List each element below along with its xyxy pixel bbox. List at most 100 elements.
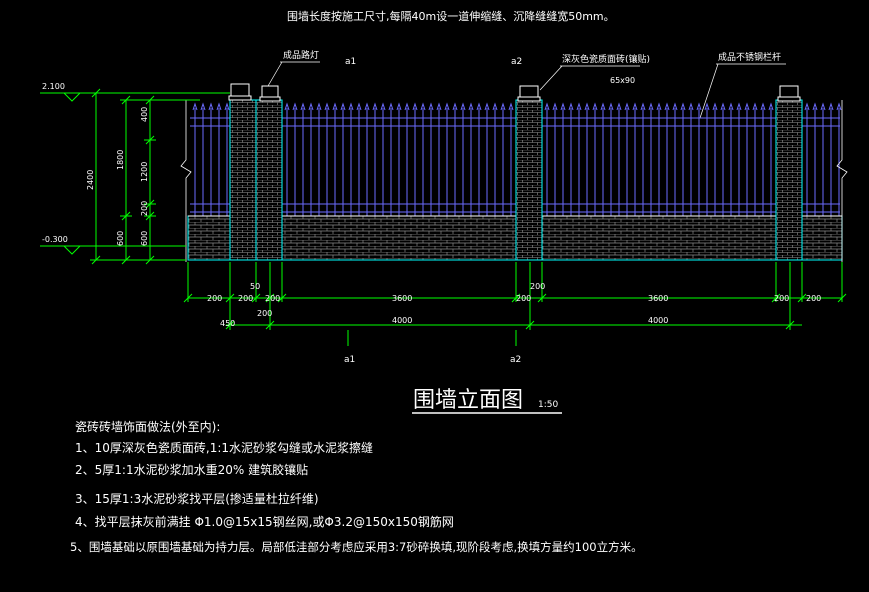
drawing-scale: 1:50 bbox=[538, 400, 558, 410]
picket-spear bbox=[500, 102, 506, 111]
pier-2 bbox=[255, 85, 283, 261]
stainless-railing bbox=[190, 102, 842, 216]
hdim-r1-5: 200 bbox=[516, 294, 531, 303]
picket-spear bbox=[340, 102, 346, 111]
picket-spear bbox=[704, 102, 710, 111]
picket-spear bbox=[552, 102, 558, 111]
axis-a2-top: a2 bbox=[511, 57, 522, 67]
picket-spear bbox=[444, 102, 450, 111]
drawing-title: 围墙立面图 bbox=[413, 388, 523, 413]
hdim-r1-3: 200 bbox=[265, 294, 280, 303]
picket-spear bbox=[820, 102, 826, 111]
notes-heading: 瓷砖砖墙饰面做法(外至内): bbox=[75, 419, 220, 434]
vdim-600a: 600 bbox=[116, 231, 125, 246]
picket-spear bbox=[632, 102, 638, 111]
picket-spear bbox=[672, 102, 678, 111]
picket-spear bbox=[412, 102, 418, 111]
picket-spear bbox=[696, 102, 702, 111]
picket-spear bbox=[616, 102, 622, 111]
picket-spear bbox=[300, 102, 306, 111]
picket-spear bbox=[348, 102, 354, 111]
picket-spear bbox=[292, 102, 298, 111]
hdim-r2-1: 200 bbox=[257, 309, 272, 318]
picket-spear bbox=[396, 102, 402, 111]
hdim-r2-0: 450 bbox=[220, 319, 235, 328]
axis-a2-bottom: a2 bbox=[510, 355, 521, 365]
picket-spear bbox=[200, 102, 206, 111]
pier-3 bbox=[515, 85, 543, 261]
picket-spear bbox=[284, 102, 290, 111]
picket-spear bbox=[640, 102, 646, 111]
hdim-r1-0: 200 bbox=[207, 294, 222, 303]
note-3: 3、15厚1:3水泥砂浆找平层(掺适量杜拉纤维) bbox=[75, 491, 319, 506]
picket-spear bbox=[584, 102, 590, 111]
hdim-r1-6: 200 bbox=[530, 282, 545, 291]
picket-spear bbox=[404, 102, 410, 111]
note-1: 1、10厚深灰色瓷质面砖,1:1水泥砂浆勾缝或水泥浆擦缝 bbox=[75, 440, 373, 455]
hdim-r1-4: 3600 bbox=[392, 294, 412, 303]
note-4: 4、找平层抹灰前满挂 Φ1.0@15x15钢丝网,或Φ3.2@150x150钢筋… bbox=[75, 514, 454, 529]
pier-1 bbox=[228, 83, 257, 261]
note-5: 5、围墙基础以原围墙基础为持力层。局部低洼部分考虑应采用3:7砂碎换填,现阶段考… bbox=[70, 540, 643, 554]
wall-base bbox=[187, 215, 843, 261]
callout-cap-size: 65x90 bbox=[610, 76, 635, 85]
picket-spear bbox=[208, 102, 214, 111]
picket-spear bbox=[356, 102, 362, 111]
vdim-1200: 1200 bbox=[140, 162, 149, 182]
picket-spear bbox=[364, 102, 370, 111]
picket-spear bbox=[568, 102, 574, 111]
hdim-r2-2: 4000 bbox=[392, 316, 412, 325]
picket-spear bbox=[728, 102, 734, 111]
picket-spear bbox=[308, 102, 314, 111]
picket-spear bbox=[484, 102, 490, 111]
picket-spear bbox=[428, 102, 434, 111]
picket-spear bbox=[544, 102, 550, 111]
hdim-r1-7: 3600 bbox=[648, 294, 668, 303]
picket-spear bbox=[324, 102, 330, 111]
picket-spear bbox=[388, 102, 394, 111]
hdim-r1-9: 200 bbox=[806, 294, 821, 303]
picket-spear bbox=[664, 102, 670, 111]
picket-spear bbox=[720, 102, 726, 111]
picket-spear bbox=[216, 102, 222, 111]
axis-a1-bottom: a1 bbox=[344, 355, 355, 365]
level-bottom: -0.300 bbox=[42, 235, 68, 244]
picket-spear bbox=[468, 102, 474, 111]
picket-spear bbox=[760, 102, 766, 111]
picket-spear bbox=[680, 102, 686, 111]
picket-spear bbox=[804, 102, 810, 111]
picket-spear bbox=[316, 102, 322, 111]
picket-spear bbox=[452, 102, 458, 111]
note-2: 2、5厚1:1水泥砂浆加水重20% 建筑胶镶贴 bbox=[75, 462, 308, 477]
picket-spear bbox=[656, 102, 662, 111]
hdim-r2-3: 4000 bbox=[648, 316, 668, 325]
picket-spear bbox=[476, 102, 482, 111]
level-markers bbox=[40, 88, 230, 265]
picket-spear bbox=[192, 102, 198, 111]
picket-spear bbox=[736, 102, 742, 111]
picket-spear bbox=[372, 102, 378, 111]
vdim-400: 400 bbox=[140, 107, 149, 122]
picket-spear bbox=[624, 102, 630, 111]
vdim-200: 200 bbox=[140, 201, 149, 216]
picket-spear bbox=[712, 102, 718, 111]
picket-spear bbox=[600, 102, 606, 111]
hdim-r1-1: 200 bbox=[238, 294, 253, 303]
picket-spear bbox=[592, 102, 598, 111]
picket-spear bbox=[420, 102, 426, 111]
picket-spear bbox=[744, 102, 750, 111]
picket-spear bbox=[648, 102, 654, 111]
vdim-total: 2400 bbox=[86, 170, 95, 190]
picket-spear bbox=[608, 102, 614, 111]
header-note: 围墙长度按施工尺寸,每隔40m设一道伸缩缝、沉降缝缝宽50mm。 bbox=[287, 9, 615, 23]
picket-spear bbox=[436, 102, 442, 111]
picket-spear bbox=[576, 102, 582, 111]
level-top: 2.100 bbox=[42, 82, 65, 91]
picket-spear bbox=[560, 102, 566, 111]
callout-fence: 成品不锈钢栏杆 bbox=[718, 51, 781, 63]
callout-cap: 深灰色瓷质面砖(镶贴) bbox=[562, 53, 650, 65]
vdim-600b: 600 bbox=[140, 231, 149, 246]
vdim-upper: 1800 bbox=[116, 150, 125, 170]
hdim-r1-8: 200 bbox=[774, 294, 789, 303]
